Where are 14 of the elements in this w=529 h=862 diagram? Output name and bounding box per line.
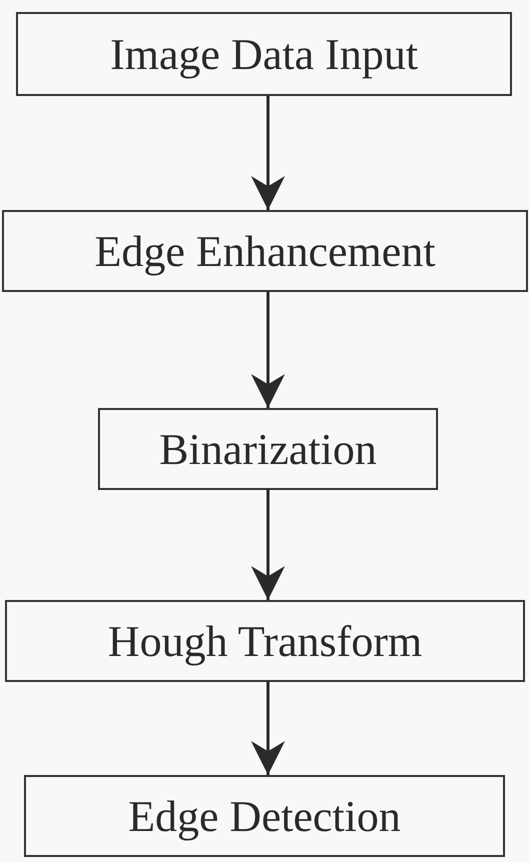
arrow bbox=[251, 490, 285, 600]
process-box bbox=[2, 210, 528, 292]
step-label: Hough Transform bbox=[108, 616, 422, 666]
process-box bbox=[24, 775, 505, 857]
step-label: Edge Enhancement bbox=[94, 226, 436, 276]
step-label: Edge Detection bbox=[128, 790, 401, 842]
process-box bbox=[5, 600, 525, 682]
arrow bbox=[251, 292, 285, 408]
step-label: Image Data Input bbox=[110, 28, 418, 80]
process-box bbox=[98, 408, 438, 490]
arrow bbox=[251, 682, 285, 775]
arrow bbox=[251, 96, 285, 210]
step-label: Binarization bbox=[159, 424, 377, 474]
process-box bbox=[16, 12, 512, 96]
